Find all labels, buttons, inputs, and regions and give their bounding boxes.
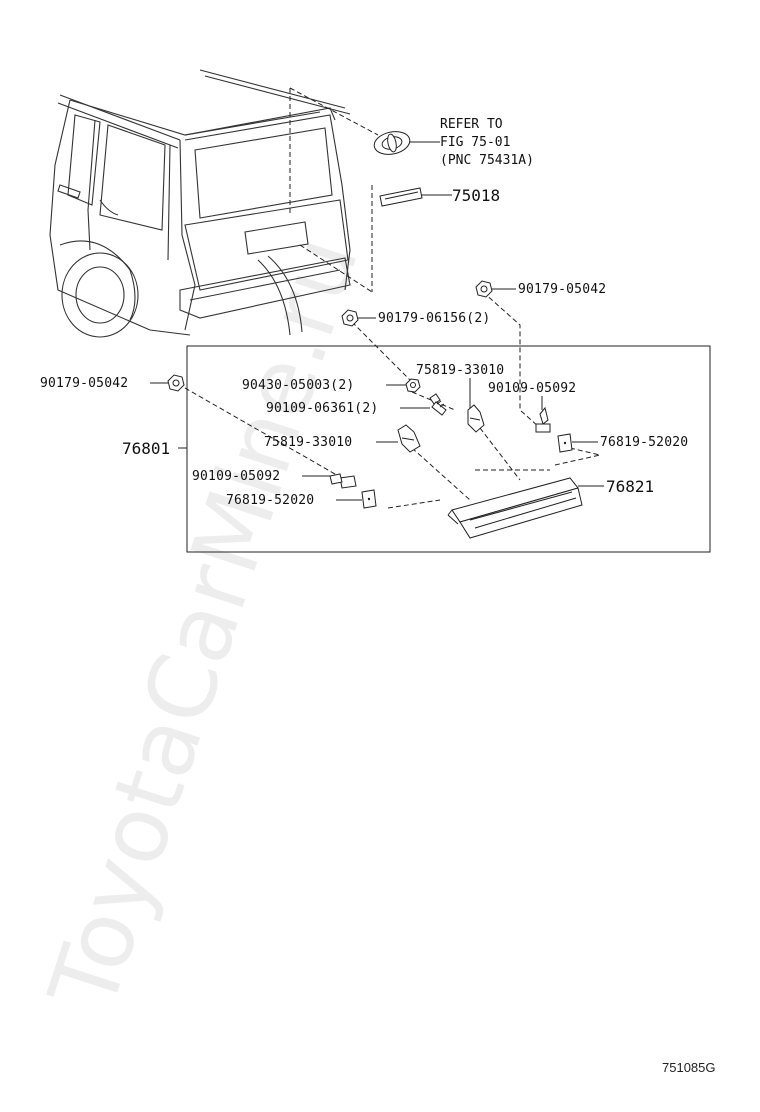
clip-upper-part bbox=[467, 404, 485, 433]
label-screw-left: 90109-05092 bbox=[192, 469, 280, 484]
stop-lamp-part bbox=[447, 477, 583, 539]
retainer-left-part bbox=[361, 489, 377, 509]
label-76821: 76821 bbox=[606, 477, 654, 496]
label-76801: 76801 bbox=[122, 439, 170, 458]
label-bolt-left: 90179-05042 bbox=[40, 376, 128, 391]
label-retainer-right: 76819-52020 bbox=[600, 435, 688, 450]
clip-lower-part bbox=[397, 424, 421, 453]
reference-line-3: (PNC 75431A) bbox=[440, 153, 534, 168]
label-clip-lower: 75819-33010 bbox=[264, 435, 352, 450]
nut-part bbox=[405, 378, 421, 393]
emblem-strip-part bbox=[379, 187, 423, 207]
bolt-top-right-part bbox=[475, 280, 493, 298]
label-retainer-left: 76819-52020 bbox=[226, 493, 314, 508]
label-75018: 75018 bbox=[452, 186, 500, 205]
label-screw-right: 90109-05092 bbox=[488, 381, 576, 396]
label-nut-inner: 90430-05003(2) bbox=[242, 378, 354, 393]
bolt-center-part bbox=[341, 309, 359, 327]
projection-lines bbox=[177, 87, 601, 509]
toyota-emblem-part bbox=[373, 131, 411, 155]
label-bolt-center: 90179-06156(2) bbox=[378, 311, 490, 326]
assembly-frame bbox=[186, 345, 711, 553]
screw-left-part bbox=[329, 473, 357, 489]
reference-line-1: REFER TO bbox=[440, 117, 503, 132]
figure-code: 751085G bbox=[662, 1060, 716, 1075]
screw-mid-part bbox=[429, 393, 447, 416]
label-screw-mid: 90109-06361(2) bbox=[266, 401, 378, 416]
retainer-right-part bbox=[557, 433, 573, 453]
bolt-left-part bbox=[167, 374, 185, 392]
vehicle-illustration bbox=[49, 69, 351, 338]
screw-right-part bbox=[535, 406, 551, 433]
reference-line-2: FIG 75-01 bbox=[440, 135, 510, 150]
watermark-text: ToyotaCarMine.ru bbox=[29, 224, 379, 1022]
label-clip-upper: 75819-33010 bbox=[416, 363, 504, 378]
label-bolt-top-right: 90179-05042 bbox=[518, 282, 606, 297]
